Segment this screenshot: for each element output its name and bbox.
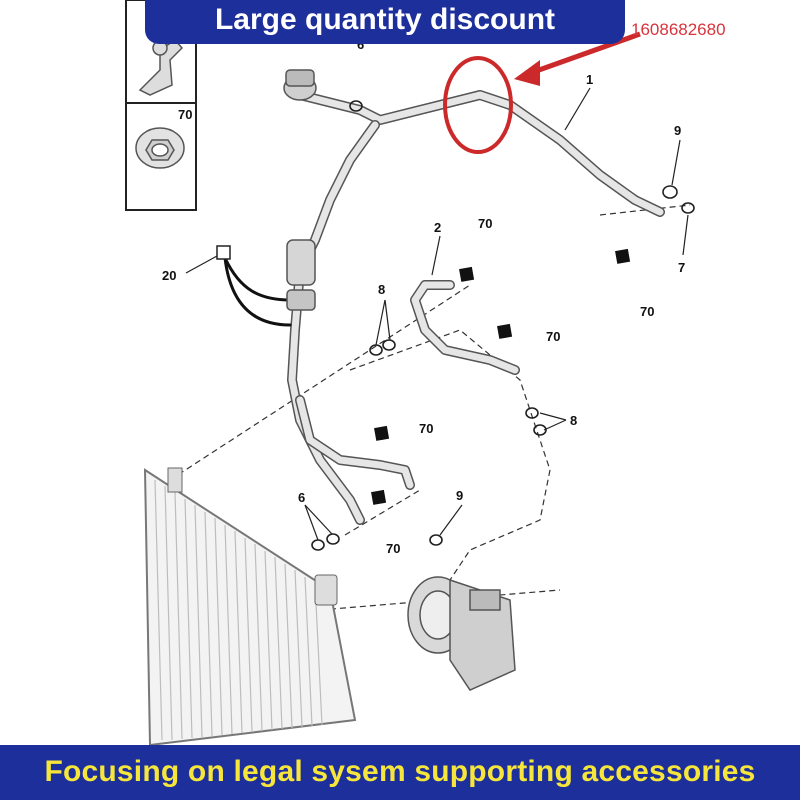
highlight-circle — [443, 31, 641, 154]
part-number: 1608682680 — [631, 20, 726, 39]
callout-6: 6 — [298, 490, 305, 505]
callout-2: 2 — [434, 220, 441, 235]
callout-70-inset: 70 — [178, 107, 192, 122]
part-20-marker — [216, 245, 231, 260]
receiver-drier — [286, 239, 316, 311]
condenser — [143, 467, 357, 747]
callout-8-right: 8 — [570, 413, 577, 428]
inset-nut-icon — [135, 127, 185, 169]
callout-9-bottom: 9 — [456, 488, 463, 503]
top-banner: Large quantity discount — [145, 0, 625, 44]
bottom-banner: Focusing on legal sysem supporting acces… — [0, 745, 800, 800]
callout-6-top: 6 — [357, 37, 364, 52]
callout-70-b: 70 — [640, 304, 654, 319]
callout-9-top: 9 — [674, 123, 681, 138]
callout-70-d: 70 — [419, 421, 433, 436]
ac-hoses — [223, 90, 665, 525]
pressure-switch — [283, 69, 317, 101]
compressor — [407, 576, 516, 691]
callout-1: 1 — [586, 72, 593, 87]
callout-20: 20 — [162, 268, 176, 283]
callout-70-a: 70 — [478, 216, 492, 231]
red-arrow-icon — [514, 60, 540, 86]
part-70-markers — [371, 248, 631, 505]
callout-8-left: 8 — [378, 282, 385, 297]
inset-bracket-icon — [138, 39, 184, 96]
callout-7: 7 — [678, 260, 685, 275]
callout-leaders — [185, 87, 689, 541]
callout-70-c: 70 — [546, 329, 560, 344]
callout-70-e: 70 — [386, 541, 400, 556]
